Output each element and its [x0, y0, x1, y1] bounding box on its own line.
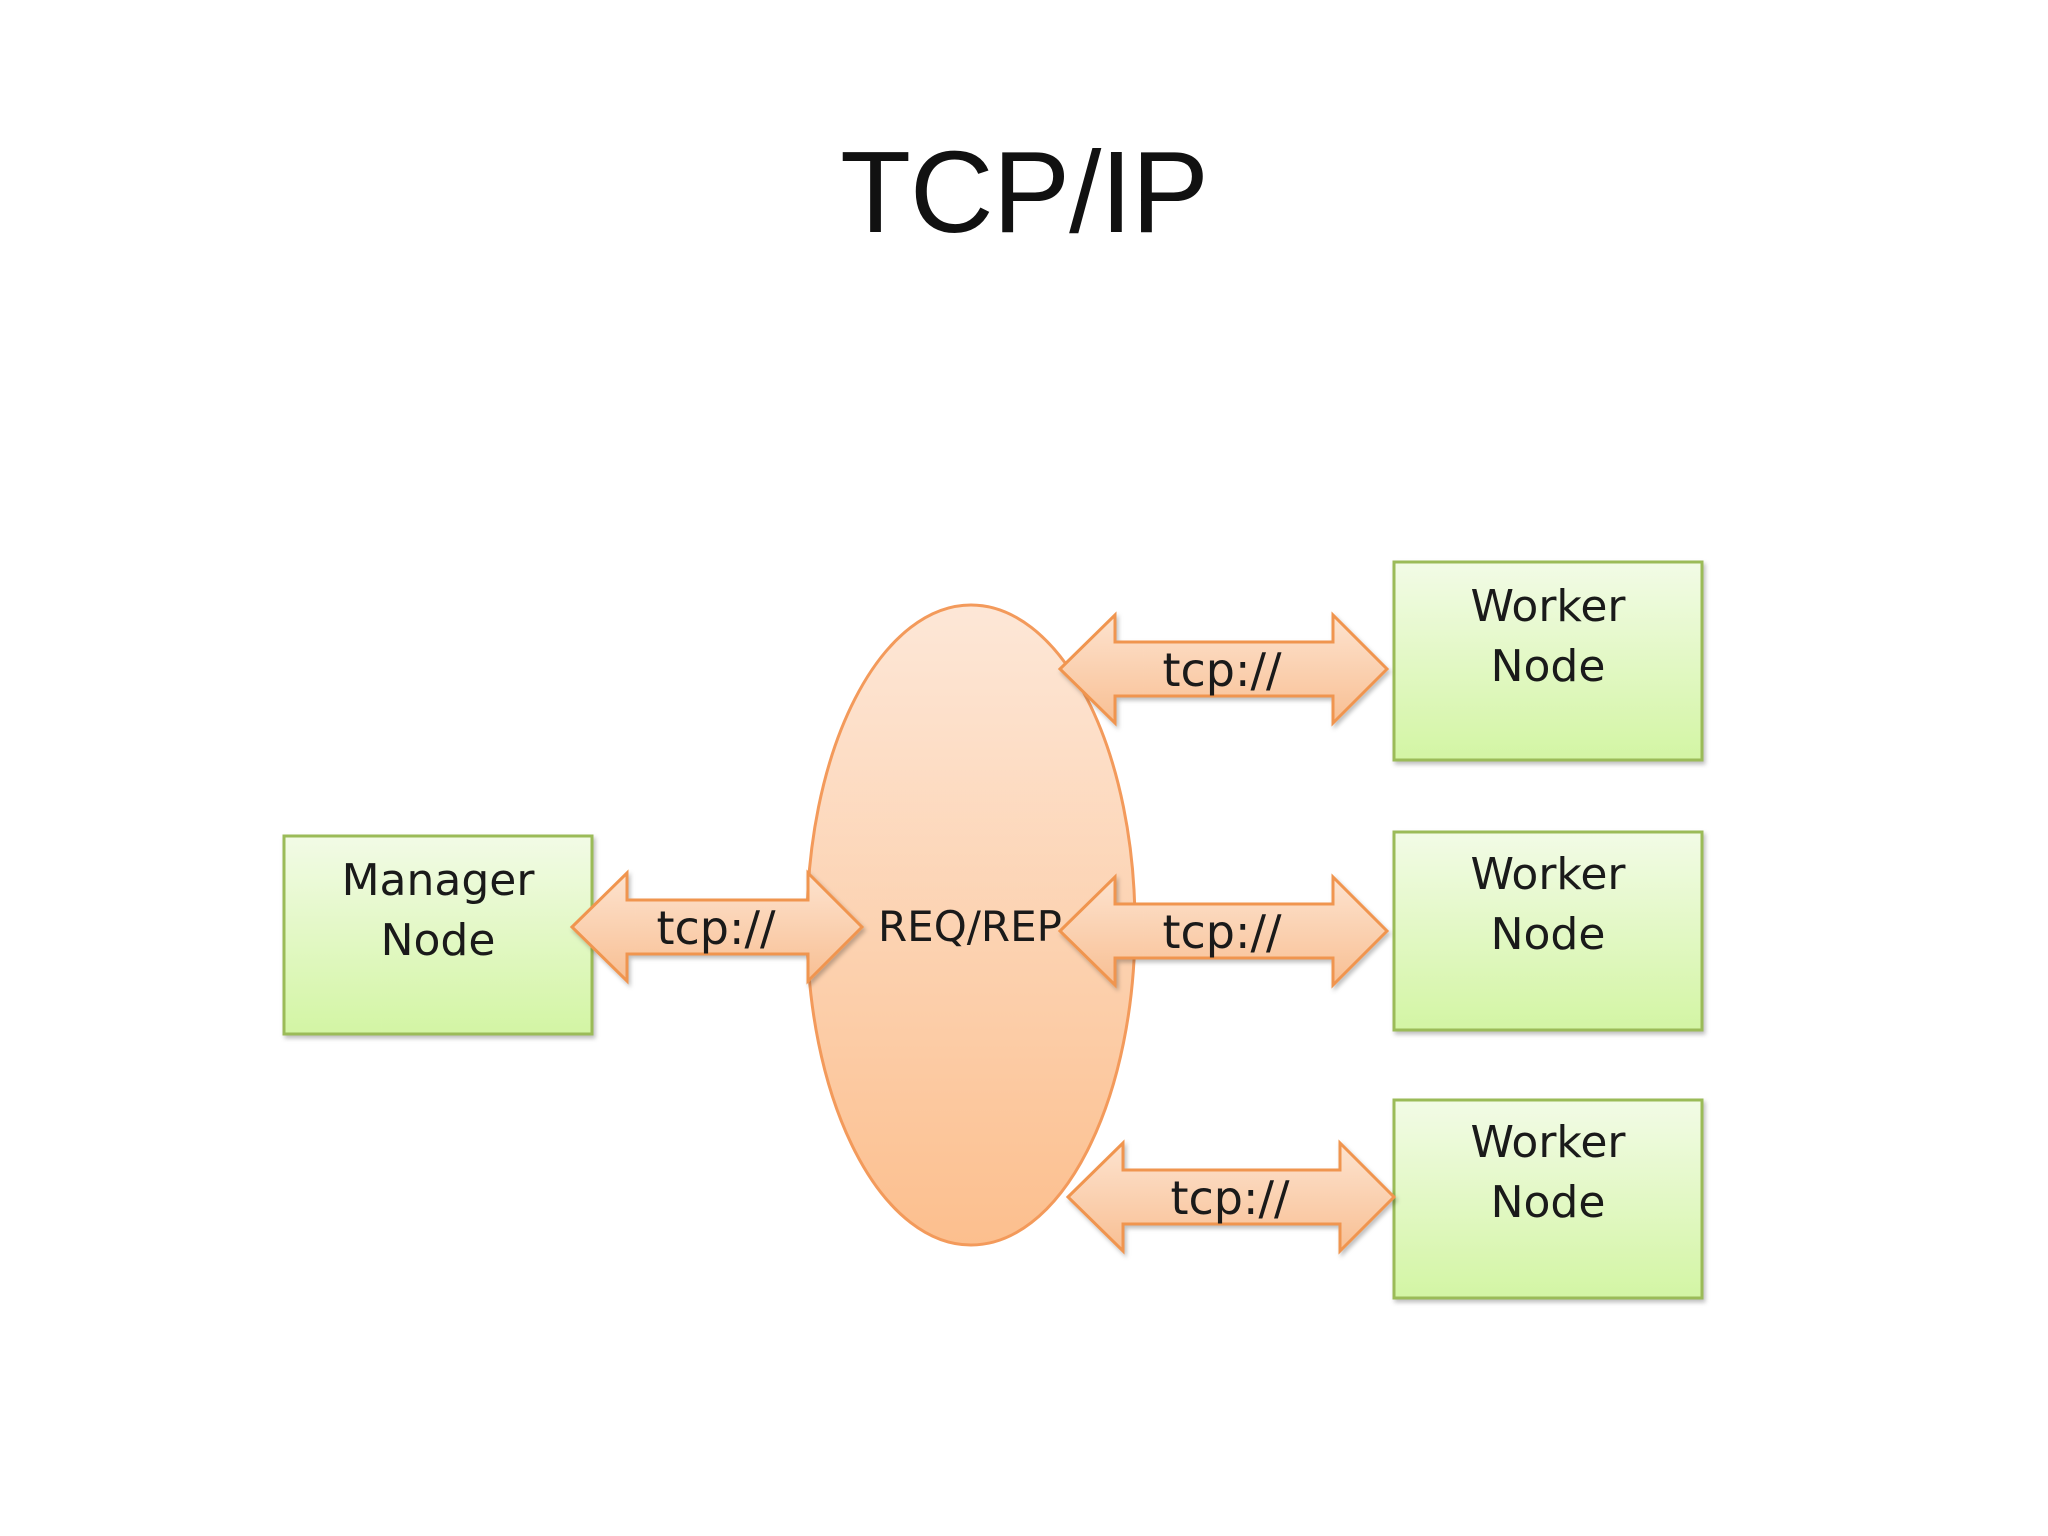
worker-node-label-line1: Worker [1470, 849, 1626, 900]
link-label: tcp:// [656, 901, 776, 955]
worker-node-label-line2: Node [1491, 909, 1606, 960]
hub-label: REQ/REP [878, 902, 1062, 951]
manager-node-label-line1: Manager [342, 855, 536, 906]
slide-title: TCP/IP [840, 127, 1209, 257]
double-arrow-icon [1065, 1139, 1397, 1255]
double-arrow-icon [1057, 873, 1390, 989]
worker-node-2: Worker Node [1392, 830, 1704, 1032]
worker-node-1: Worker Node [1392, 560, 1704, 762]
worker-node-label-line2: Node [1491, 641, 1606, 692]
worker-node-label-line2: Node [1491, 1177, 1606, 1228]
link-label: tcp:// [1162, 643, 1282, 697]
link-hub-worker-3: tcp:// [1065, 1139, 1397, 1255]
worker-node-label-line1: Worker [1470, 1117, 1626, 1168]
link-manager-hub: tcp:// [569, 869, 865, 985]
manager-node: Manager Node [282, 834, 594, 1036]
link-hub-worker-1: tcp:// [1057, 611, 1390, 727]
link-label: tcp:// [1170, 1171, 1290, 1225]
worker-node-3: Worker Node [1392, 1098, 1704, 1300]
worker-node-label-line1: Worker [1470, 581, 1626, 632]
link-label: tcp:// [1162, 905, 1282, 959]
double-arrow-icon [569, 869, 865, 985]
link-hub-worker-2: tcp:// [1057, 873, 1390, 989]
manager-node-box [282, 834, 594, 1036]
worker-node-box [1392, 830, 1704, 1032]
double-arrow-icon [1057, 611, 1390, 727]
worker-node-box [1392, 560, 1704, 762]
worker-node-box [1392, 1098, 1704, 1300]
manager-node-label-line2: Node [381, 915, 496, 966]
